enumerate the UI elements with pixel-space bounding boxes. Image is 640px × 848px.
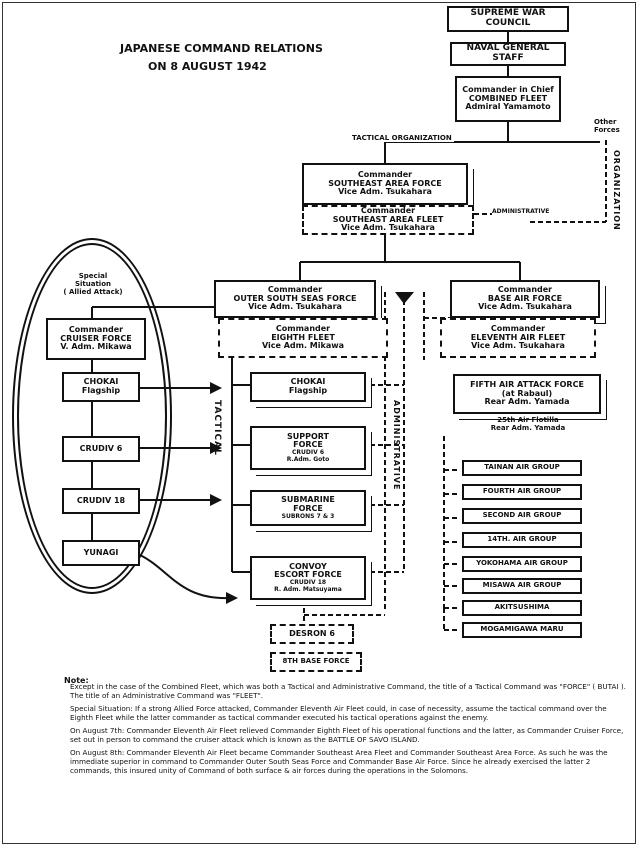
naval-general-staff-box: NAVAL GENERAL STAFF bbox=[450, 42, 566, 66]
air-group-box: MOGAMIGAWA MARU bbox=[462, 622, 582, 638]
note-paragraph: On August 7th: Commander Eleventh Air Fl… bbox=[70, 726, 624, 744]
organization-label: ORGANIZATION bbox=[612, 150, 621, 231]
tactical-organization-label: TACTICAL ORGANIZATION bbox=[350, 134, 454, 142]
note-paragraph: On August 8th: Commander Eleventh Air Fl… bbox=[70, 748, 608, 775]
crudiv18-left-box: CRUDIV 18 bbox=[62, 488, 140, 514]
fifth-air-attack-force-box: FIFTH AIR ATTACK FORCE(at Rabaul)Rear Ad… bbox=[453, 374, 601, 414]
special-situation-ellipse bbox=[12, 238, 172, 594]
crudiv6-left-box: CRUDIV 6 bbox=[62, 436, 140, 462]
administrative-v-label: ADMINISTRATIVE bbox=[392, 400, 401, 491]
diagram-subtitle: ON 8 AUGUST 1942 bbox=[148, 60, 267, 73]
administrative-h-label: ADMINISTRATIVE bbox=[492, 208, 550, 215]
notes-heading: Note: bbox=[64, 676, 89, 685]
air-group-box: AKITSUSHIMA bbox=[462, 600, 582, 616]
diagram-title: JAPANESE COMMAND RELATIONS bbox=[120, 42, 323, 55]
note-paragraph: Except in the case of the Combined Fleet… bbox=[70, 682, 626, 700]
desron6-box: DESRON 6 bbox=[270, 624, 354, 644]
air-group-box: MISAWA AIR GROUP bbox=[462, 578, 582, 594]
base-force-8th-box: 8TH BASE FORCE bbox=[270, 652, 362, 672]
supreme-war-council-box: SUPREME WAR COUNCIL bbox=[447, 6, 569, 32]
yunagi-box: YUNAGI bbox=[62, 540, 140, 566]
tactical-v-label: TACTICAL bbox=[212, 400, 222, 456]
air-group-box: SECOND AIR GROUP bbox=[462, 508, 582, 524]
notes-section: Except in the case of the Combined Fleet… bbox=[70, 682, 630, 779]
other-forces-label: Other Forces bbox=[594, 118, 620, 134]
air-group-box: FOURTH AIR GROUP bbox=[462, 484, 582, 500]
air-group-box: 14TH. AIR GROUP bbox=[462, 532, 582, 548]
air-group-box: TAINAN AIR GROUP bbox=[462, 460, 582, 476]
note-paragraph: Special Situation: If a strong Allied Fo… bbox=[70, 704, 607, 722]
air-group-box: YOKOHAMA AIR GROUP bbox=[462, 556, 582, 572]
